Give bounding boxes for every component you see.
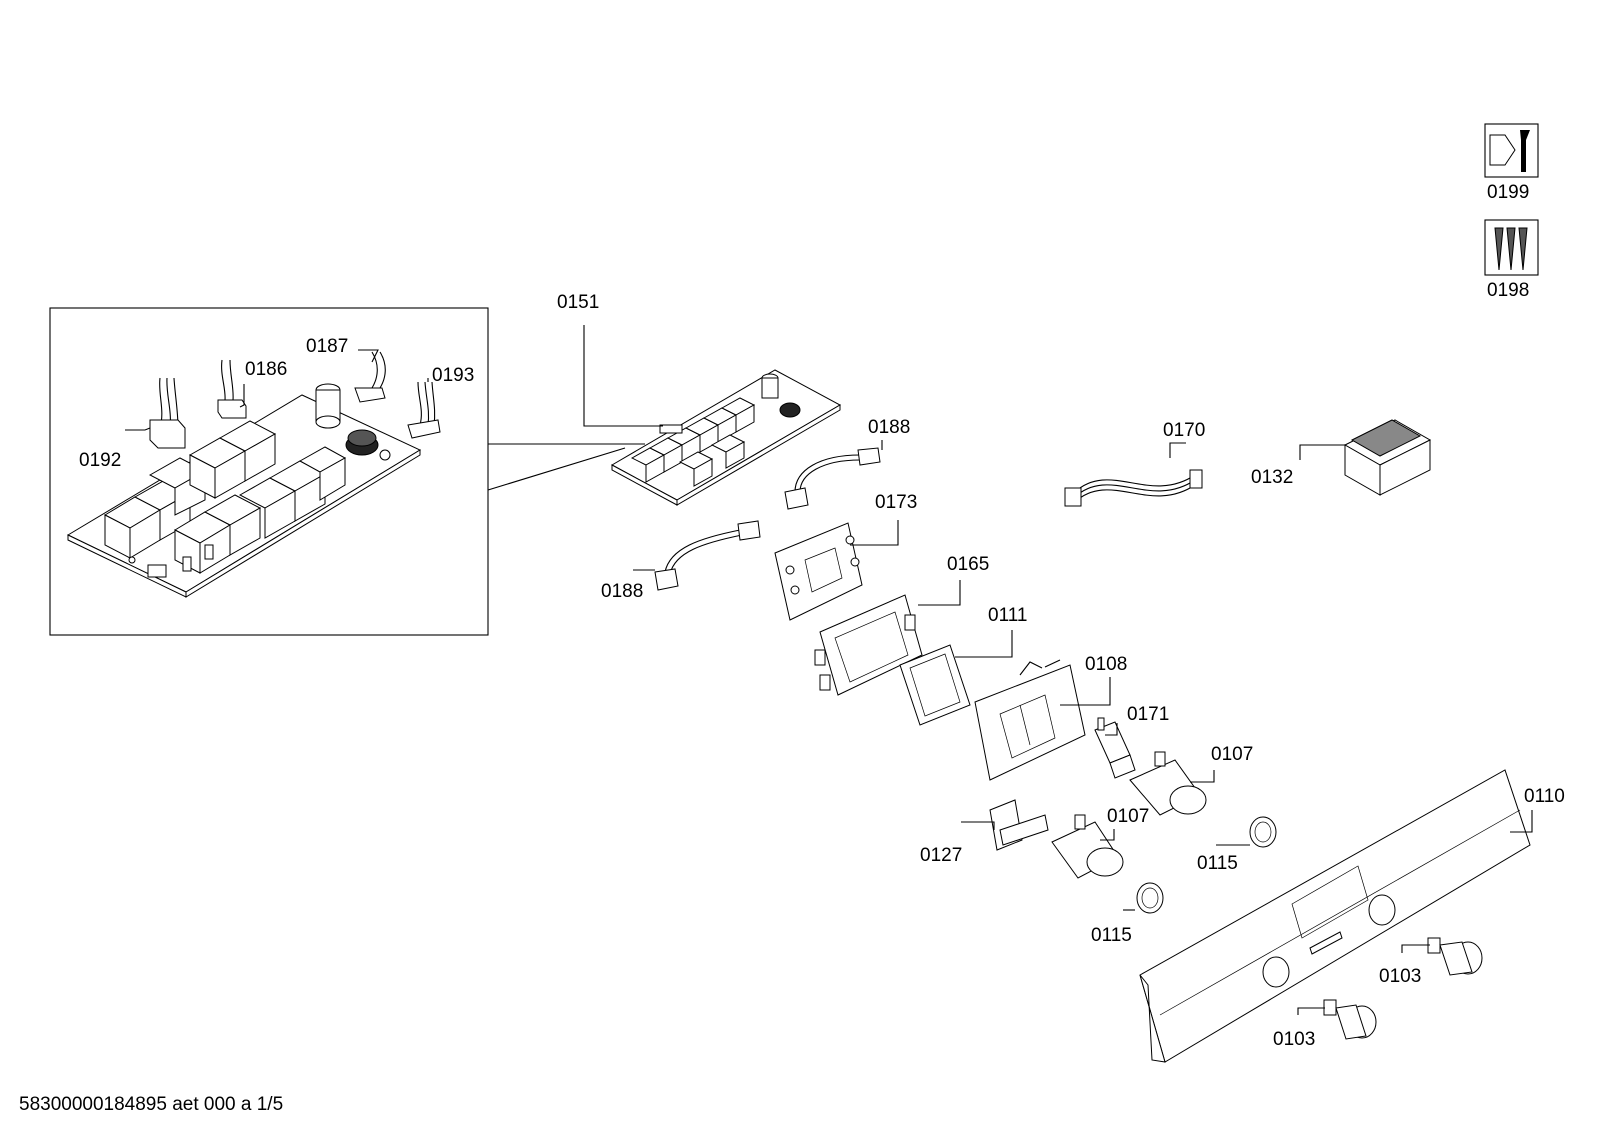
gasket: [899, 644, 971, 726]
label-0188-lower: 0188: [601, 581, 643, 602]
label-0186: 0186: [245, 359, 287, 380]
control-panel: [1139, 769, 1531, 1063]
pcb-enlarged: [66, 351, 441, 598]
leader-lines: [125, 325, 1533, 1015]
heat-sink: [1343, 419, 1432, 496]
label-0111: 0111: [988, 605, 1027, 626]
knob-housing-lower: [1051, 814, 1124, 879]
pcb-main: [610, 369, 842, 506]
label-0103-upper: 0103: [1379, 966, 1421, 987]
cable-0188-lower: [654, 520, 761, 591]
label-0170: 0170: [1163, 420, 1205, 441]
bracket-0127: [989, 799, 1049, 851]
display-frame: [814, 594, 923, 696]
ring-0115-upper: [1249, 816, 1277, 848]
label-0127: 0127: [920, 845, 962, 866]
label-0173: 0173: [875, 492, 917, 513]
detail-inset: [49, 307, 645, 636]
knob-0103-lower: [1323, 999, 1377, 1040]
screws-icon: [1484, 219, 1539, 276]
label-0132: 0132: [1251, 467, 1293, 488]
label-0165: 0165: [947, 554, 989, 575]
ribbon-cable: [1064, 469, 1203, 507]
bracket-0171: [1094, 717, 1136, 779]
knob-housing-upper: [1129, 751, 1207, 816]
label-0103-lower: 0103: [1273, 1029, 1315, 1050]
label-0108: 0108: [1085, 654, 1127, 675]
part-labels: 0192 0186 0187 0193 0151 0188 0173 0188 …: [79, 182, 1565, 1050]
label-0110: 0110: [1524, 786, 1565, 807]
knob-0103-upper: [1427, 937, 1483, 976]
label-0192: 0192: [79, 450, 121, 471]
label-0107-upper: 0107: [1211, 744, 1253, 765]
label-0198: 0198: [1487, 280, 1529, 301]
display-cover: [974, 659, 1086, 781]
display-board: [774, 522, 863, 621]
label-0187: 0187: [306, 336, 348, 357]
document-id: 58300000184895 aet 000 a 1/5: [19, 1094, 284, 1115]
wrench-nut-icon: [1484, 123, 1539, 178]
label-0188-upper: 0188: [868, 417, 910, 438]
label-0199: 0199: [1487, 182, 1529, 203]
ring-0115-lower: [1136, 882, 1164, 914]
cable-0188-upper: [784, 447, 881, 510]
label-0115-lower: 0115: [1091, 925, 1132, 946]
label-0107-lower: 0107: [1107, 806, 1149, 827]
label-0115-upper: 0115: [1197, 853, 1238, 874]
label-0193: 0193: [432, 365, 474, 386]
label-0171: 0171: [1127, 704, 1169, 725]
label-0151: 0151: [557, 292, 599, 313]
